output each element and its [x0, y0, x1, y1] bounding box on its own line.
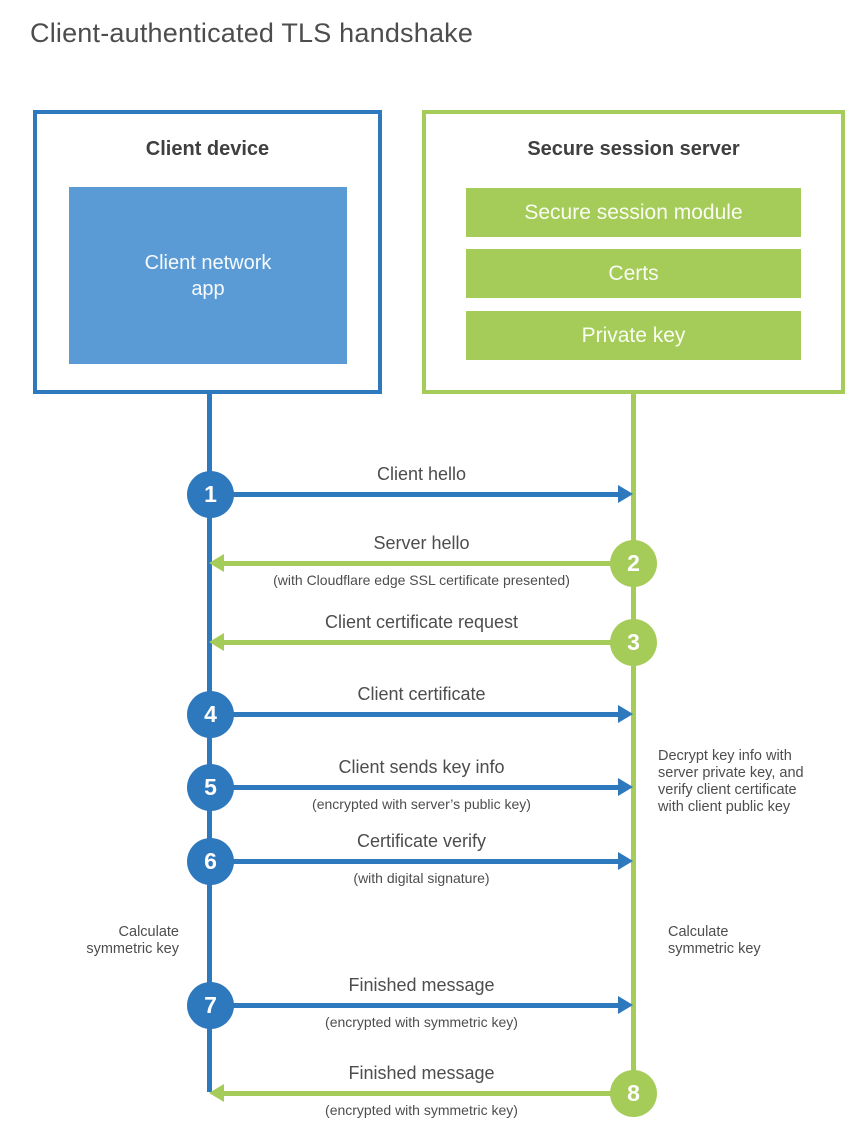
step-sublabel: (encrypted with symmetric key): [325, 1014, 518, 1030]
client-device-box: Client device Client network app: [33, 110, 382, 394]
step-label: Finished message: [348, 975, 495, 995]
server-lifeline: [631, 392, 636, 1095]
step-label: Client sends key info: [338, 757, 505, 777]
step-circle: 1: [187, 471, 234, 518]
arrowhead-left-icon: [209, 554, 224, 572]
step-circle: 3: [610, 619, 657, 666]
step-arrow: [224, 561, 633, 566]
step-circle: 4: [187, 691, 234, 738]
step-arrow: [212, 859, 618, 864]
step-circle: 8: [610, 1070, 657, 1117]
arrowhead-left-icon: [209, 633, 224, 651]
arrowhead-left-icon: [209, 1084, 224, 1102]
calculate-symmetric-key-right: Calculate symmetric key: [668, 924, 761, 957]
step-arrow: [224, 640, 633, 645]
server-module-bar: Certs: [466, 249, 801, 298]
step-label: Client certificate: [357, 684, 486, 704]
client-network-app-box: Client network app: [69, 187, 347, 364]
step-arrow: [212, 492, 618, 497]
client-device-title: Client device: [145, 138, 270, 160]
step-sublabel: (with Cloudflare edge SSL certificate pr…: [273, 572, 570, 588]
arrowhead-right-icon: [618, 778, 633, 796]
step-arrow: [212, 712, 618, 717]
step-label: Finished message: [348, 1063, 495, 1083]
step-sublabel: (encrypted with symmetric key): [325, 1102, 518, 1118]
step-circle: 6: [187, 838, 234, 885]
step-arrow: [212, 1003, 618, 1008]
step-sublabel: (with digital signature): [353, 870, 490, 886]
step-circle: 2: [610, 540, 657, 587]
server-module-bar: Private key: [466, 311, 801, 360]
decrypt-note: Decrypt key info with server private key…: [658, 748, 804, 815]
server-box: Secure session server Secure session mod…: [422, 110, 845, 394]
arrowhead-right-icon: [618, 485, 633, 503]
client-lifeline: [207, 392, 212, 1092]
arrowhead-right-icon: [618, 996, 633, 1014]
step-arrow: [224, 1091, 633, 1096]
step-circle: 5: [187, 764, 234, 811]
step-arrow: [212, 785, 618, 790]
step-label: Client certificate request: [324, 612, 519, 632]
arrowhead-right-icon: [618, 852, 633, 870]
step-label: Client hello: [376, 464, 467, 484]
arrowhead-right-icon: [618, 705, 633, 723]
server-title: Secure session server: [527, 138, 740, 160]
step-sublabel: (encrypted with server’s public key): [312, 796, 531, 812]
step-circle: 7: [187, 982, 234, 1029]
step-label: Server hello: [373, 533, 470, 553]
calculate-symmetric-key-left: Calculate symmetric key: [86, 924, 179, 957]
server-module-bar: Secure session module: [466, 188, 801, 237]
page-title: Client-authenticated TLS handshake: [30, 18, 474, 48]
step-label: Certificate verify: [356, 831, 487, 851]
